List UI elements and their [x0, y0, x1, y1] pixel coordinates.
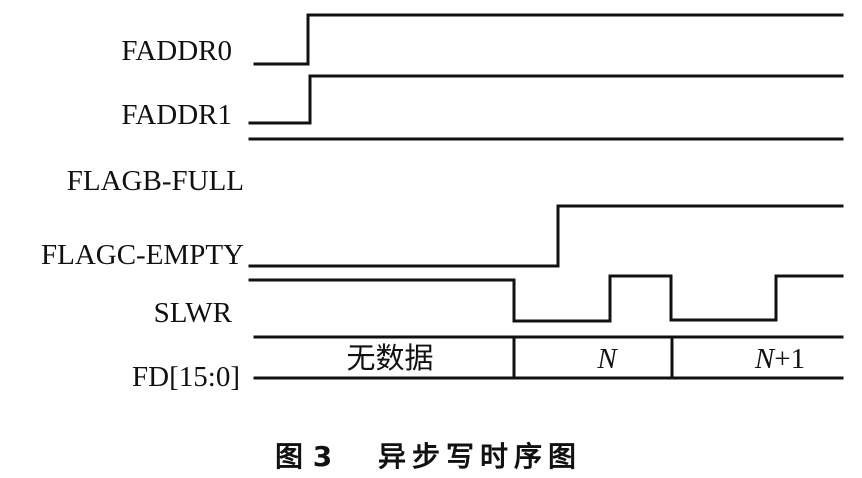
figure-title: 异步写时序图: [378, 440, 582, 473]
bus-segment-n: N: [596, 343, 618, 375]
wave-flagc-empty: [248, 204, 844, 268]
bus-segment-n-plus-1: N+1: [754, 343, 805, 375]
label-flagb-full: FLAGB-FULL: [67, 165, 244, 197]
label-flagc-empty: FLAGC-EMPTY: [41, 239, 244, 271]
bus-segment-no-data: 无数据: [346, 342, 433, 375]
wave-faddr1: [248, 74, 844, 125]
label-faddr0: FADDR0: [121, 35, 232, 67]
figure-number: 图 3: [275, 440, 332, 473]
wave-faddr0: [253, 13, 844, 66]
label-fd-bus: FD[15:0]: [132, 361, 240, 393]
wave-slwr: [248, 274, 844, 323]
label-faddr1: FADDR1: [121, 99, 232, 131]
label-slwr: SLWR: [154, 297, 233, 329]
